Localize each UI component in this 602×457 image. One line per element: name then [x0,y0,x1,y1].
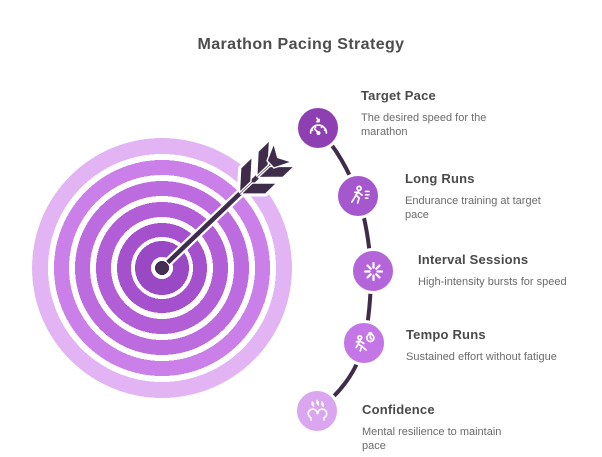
step-item-confidence: Confidence Mental resilience to maintain… [362,402,517,453]
step-description: High-intensity bursts for speed [418,276,567,288]
step-title: Confidence [362,402,435,417]
step-circle-target-pace [295,105,341,151]
runner-stopwatch-icon [354,331,375,352]
bullseye-target [32,138,292,398]
step-description: The desired speed for the marathon [361,112,487,138]
step-title: Tempo Runs [406,327,486,342]
step-item-target-pace: Target Pace The desired speed for the ma… [361,88,511,139]
page-title: Marathon Pacing Strategy [197,36,405,53]
step-description: Endurance training at target pace [405,195,541,221]
step-circle-confidence [294,388,340,434]
step-circle-long-runs [335,173,381,219]
step-circle-interval-sessions [350,248,396,294]
step-item-long-runs: Long Runs Endurance training at target p… [405,171,560,222]
step-circle-tempo-runs [341,320,387,366]
step-description: Sustained effort without fatigue [406,351,557,363]
burst-icon [363,261,383,281]
mental-resilience-icon [307,399,327,421]
gauge-icon [309,116,327,135]
step-title: Target Pace [361,88,436,103]
runner-icon [350,185,370,204]
step-item-interval-sessions: Interval Sessions High-intensity bursts … [418,252,600,289]
step-title: Long Runs [405,171,475,186]
step-title: Interval Sessions [418,252,529,267]
step-description: Mental resilience to maintain pace [362,426,502,452]
step-item-tempo-runs: Tempo Runs Sustained effort without fati… [406,327,596,364]
